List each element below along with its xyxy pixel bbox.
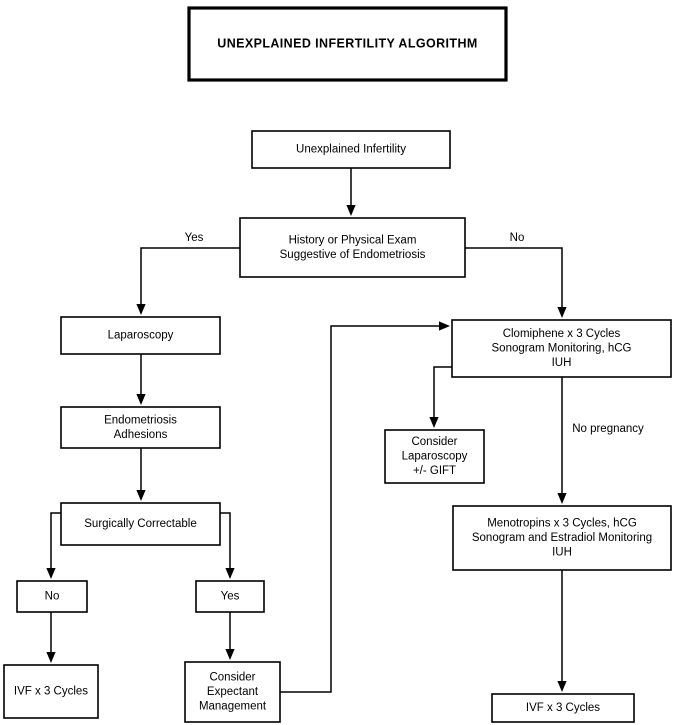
connector-line	[220, 512, 231, 568]
connector-yes-to-consider-expectant	[225, 612, 235, 660]
node-label-line: History or Physical Exam	[289, 234, 417, 246]
node-box-outline	[60, 406, 221, 449]
node-box-outline	[384, 429, 485, 484]
node-label-line: Surgically Correctable	[84, 518, 197, 530]
connector-line	[50, 512, 61, 568]
node-label-line: Sonogram and Estradiol Monitoring	[472, 532, 652, 544]
connector-line	[280, 325, 439, 693]
node-layer: UNEXPLAINED INFERTILITY ALGORITHM Unexpla…	[3, 6, 672, 723]
node-label-line: Laparoscopy	[402, 451, 468, 463]
edge-label-no-pregnancy: No pregnancy	[572, 423, 644, 435]
connector-endometriosis-to-surgical	[136, 448, 146, 501]
node-label-line: Sonogram Monitoring, hCG	[492, 343, 632, 355]
node-start[interactable]: Unexplained Infertility	[251, 130, 451, 169]
node-label-line: IUH	[552, 547, 572, 559]
arrow-head-icon	[46, 652, 56, 663]
arrow-head-icon	[429, 417, 439, 428]
node-box-outline	[16, 580, 88, 613]
node-label-line: Suggestive of Endometriosis	[280, 249, 426, 261]
connector-line	[140, 247, 240, 304]
connector-laparoscopy-to-endometriosis	[136, 354, 146, 405]
node-label-line: IUH	[552, 357, 572, 369]
node-label-line: Yes	[221, 591, 240, 603]
node-label-line: Management	[199, 701, 267, 713]
node-label-line: IVF x 3 Cycles	[14, 686, 88, 698]
arrow-head-icon	[557, 493, 567, 504]
node-menotropins[interactable]: Menotropins x 3 Cycles, hCG Sonogram and …	[452, 505, 672, 571]
connector-no-to-ivf-left	[46, 612, 56, 663]
arrow-head-icon	[557, 681, 567, 692]
connector-clomiphene-to-menotropins: No pregnancy	[557, 377, 644, 504]
connector-clomiphene-to-consider-laparoscopy	[429, 366, 452, 428]
node-box-outline	[195, 580, 265, 613]
node-laparoscopy[interactable]: Laparoscopy	[60, 316, 221, 355]
arrow-head-icon	[557, 307, 567, 318]
node-title[interactable]: UNEXPLAINED INFERTILITY ALGORITHM	[187, 6, 508, 82]
arrow-head-icon	[346, 205, 356, 216]
node-ivf-left[interactable]: IVF x 3 Cycles	[3, 664, 99, 719]
edge-label-yes: Yes	[185, 232, 204, 244]
node-label-line: Endometriosis	[104, 414, 177, 426]
node-yes-box[interactable]: Yes	[195, 580, 265, 613]
node-ivf-right[interactable]: IVF x 3 Cycles	[491, 693, 635, 723]
node-label-line: UNEXPLAINED INFERTILITY ALGORITHM	[217, 36, 477, 50]
node-label-line: IVF x 3 Cycles	[526, 702, 600, 714]
node-surgically-correctable[interactable]: Surgically Correctable	[60, 502, 221, 546]
arrow-head-icon	[225, 568, 235, 579]
arrow-head-icon	[136, 394, 146, 405]
node-label-line: Adhesions	[114, 429, 168, 441]
arrow-head-icon	[46, 568, 56, 579]
node-box-outline	[251, 130, 451, 169]
arrow-head-icon	[225, 649, 235, 660]
node-box-outline	[184, 661, 281, 723]
connector-history-yes-laparoscopy: Yes	[136, 232, 240, 315]
arrow-head-icon	[136, 490, 146, 501]
node-label-line: Unexplained Infertility	[296, 144, 406, 156]
node-label-line: No	[45, 591, 60, 603]
connector-surgical-to-no	[46, 512, 61, 579]
connector-consider-expectant-to-clomiphene	[280, 321, 450, 693]
node-box-outline	[60, 316, 221, 355]
node-box-outline	[452, 505, 672, 571]
node-box-outline	[3, 664, 99, 719]
node-box-outline	[451, 319, 672, 378]
node-box-outline	[239, 217, 466, 278]
connector-start-to-history	[346, 168, 356, 216]
node-box-outline	[491, 693, 635, 723]
node-label-line: Consider	[209, 672, 255, 684]
connector-line	[433, 366, 452, 417]
node-label-line: Expectant	[207, 686, 259, 698]
node-label-line: Clomiphene x 3 Cycles	[503, 328, 621, 340]
connector-menotropins-to-ivf-right	[557, 570, 567, 692]
connector-line	[465, 247, 563, 307]
connector-surgical-to-yes	[220, 512, 235, 579]
arrow-head-icon	[439, 321, 450, 331]
arrow-head-icon	[136, 304, 146, 315]
edge-label-no: No	[510, 232, 525, 244]
title-box-outline	[187, 6, 508, 82]
node-label-line: Laparoscopy	[108, 330, 174, 342]
node-no-box[interactable]: No	[16, 580, 88, 613]
connector-history-no-clomiphene: No	[465, 232, 567, 318]
node-label-line: Consider	[411, 436, 457, 448]
node-box-outline	[60, 502, 221, 546]
node-label-line: +/- GIFT	[413, 465, 456, 477]
node-label-line: Menotropins x 3 Cycles, hCG	[487, 518, 637, 530]
